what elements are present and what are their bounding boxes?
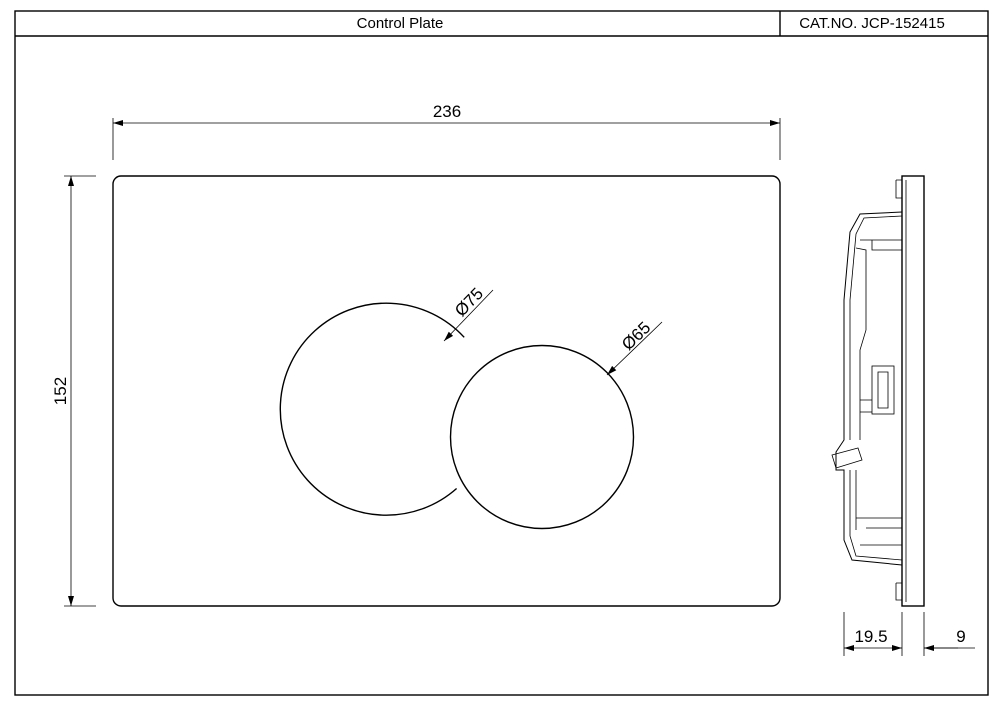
side-view [831, 175, 925, 607]
width-dimension-label: 236 [433, 102, 461, 121]
drawing-title: Control Plate [357, 15, 444, 32]
title-block: Control Plate CAT.NO. JCP-152415 [15, 11, 988, 37]
large-button-outline [279, 302, 465, 516]
side-face-plate [901, 175, 925, 607]
plate-thickness-label: 9 [956, 627, 965, 646]
side-dimensions: 19.5 9 [843, 612, 975, 656]
height-dimension-label: 152 [51, 377, 70, 405]
height-dimension: 152 [51, 175, 96, 607]
drawing-border [14, 10, 989, 696]
small-button-diameter-callout: Ø65 [606, 318, 663, 376]
plate-front-outline [112, 175, 781, 607]
catalog-number: CAT.NO. JCP-152415 [799, 15, 945, 32]
flush-buttons [279, 302, 635, 530]
large-button-diameter-callout: Ø75 [443, 284, 494, 342]
side-housing-outline [835, 211, 903, 566]
side-depth-label: 19.5 [854, 627, 887, 646]
width-dimension: 236 [112, 102, 781, 160]
small-button-diameter-label: Ø65 [618, 318, 654, 354]
small-button-outline [449, 344, 635, 530]
large-button-diameter-label: Ø75 [451, 284, 487, 320]
